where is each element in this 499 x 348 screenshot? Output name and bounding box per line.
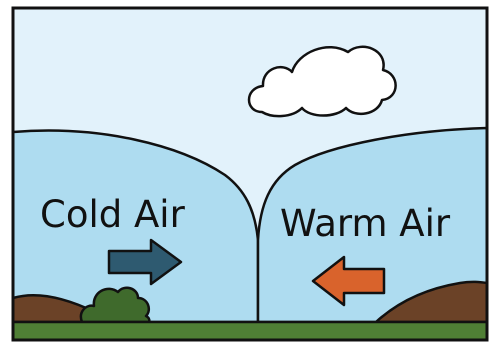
cold-air-label: Cold Air: [40, 196, 185, 233]
ground: [13, 322, 487, 340]
warm-air-label: Warm Air: [280, 205, 450, 242]
